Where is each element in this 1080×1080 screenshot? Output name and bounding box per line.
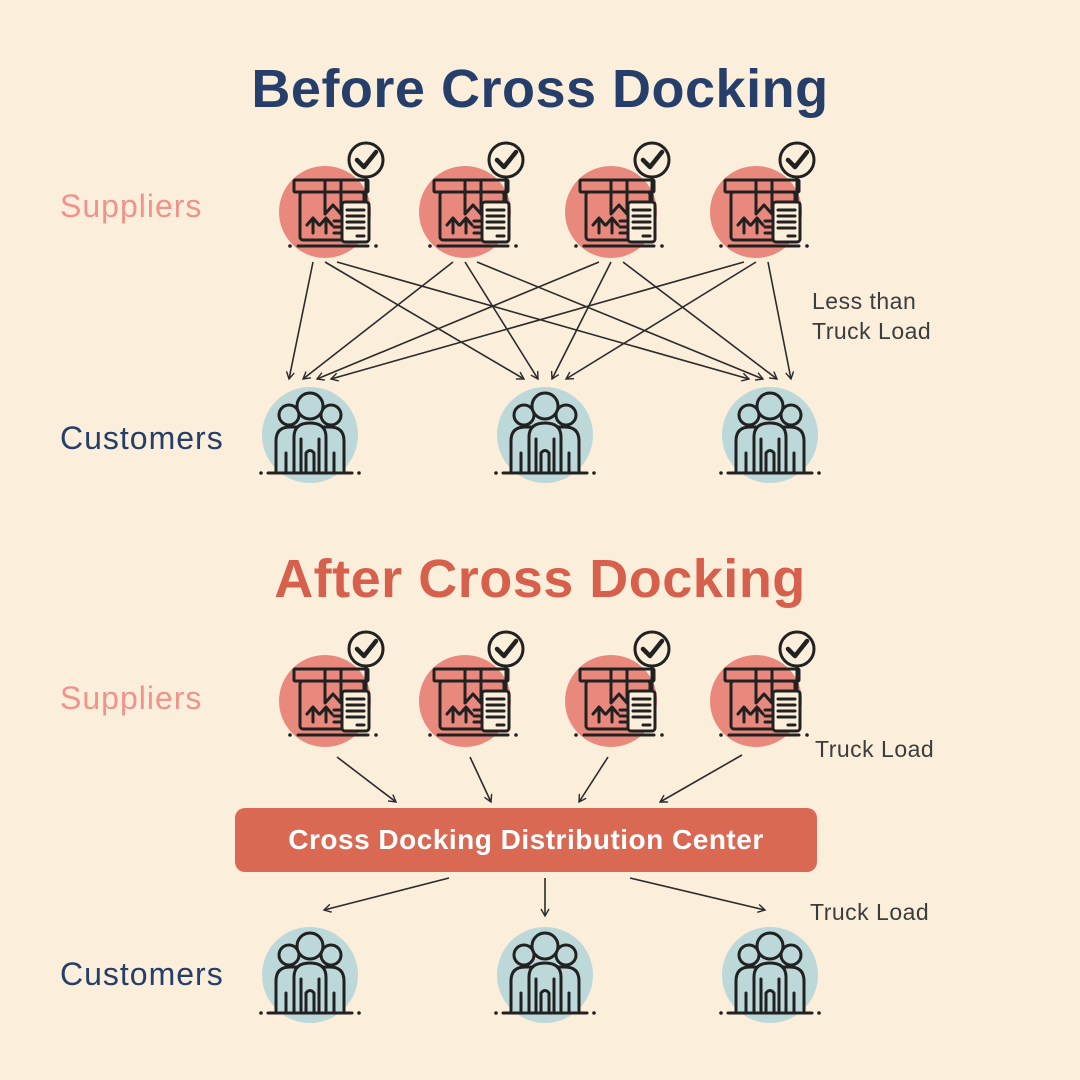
customer-icon: [710, 913, 830, 1033]
supplier-icon: [562, 629, 682, 753]
customer-icon: [485, 373, 605, 493]
flow-arrow: [331, 261, 745, 379]
supplier-icon: [707, 629, 827, 753]
after-suppliers-label: Suppliers: [60, 680, 203, 716]
supplier-icon: [276, 629, 396, 753]
customer-icon: [250, 373, 370, 493]
flow-arrow: [579, 756, 609, 802]
flow-arrow: [476, 261, 763, 379]
flow-arrow: [324, 261, 524, 379]
flow-arrow: [324, 877, 450, 910]
customer-icon: [710, 373, 830, 493]
supplier-icon: [416, 140, 536, 264]
inbound-truck-load-annotation: Truck Load: [815, 736, 935, 762]
flow-arrow: [303, 261, 454, 379]
before-suppliers-label: Suppliers: [60, 188, 203, 224]
distribution-center-banner: Cross Docking Distribution Center: [235, 808, 817, 872]
after-inbound-arrows: [336, 754, 743, 802]
flow-arrow: [622, 261, 777, 379]
supplier-icon: [707, 140, 827, 264]
flow-arrow: [767, 261, 791, 379]
after-title: After Cross Docking: [274, 549, 806, 609]
customer-icon: [250, 913, 370, 1033]
flow-arrow: [469, 756, 491, 802]
flow-arrow: [566, 261, 757, 379]
before-flow-arrows: [289, 261, 791, 379]
annotation-line: Truck Load: [812, 318, 932, 344]
flow-arrow: [464, 261, 538, 379]
outbound-truck-load-annotation: Truck Load: [810, 899, 930, 925]
distribution-center-label: Cross Docking Distribution Center: [288, 824, 764, 855]
flow-arrow: [289, 261, 314, 379]
supplier-icon: [562, 140, 682, 264]
flow-arrow: [660, 754, 743, 802]
customer-icon: [485, 913, 605, 1033]
before-title: Before Cross Docking: [251, 59, 829, 119]
flow-arrow: [336, 261, 749, 379]
after-outbound-arrows: [324, 877, 765, 916]
flow-arrow: [317, 261, 600, 379]
supplier-icon: [416, 629, 536, 753]
before-customers-label: Customers: [60, 420, 224, 456]
supplier-icon: [276, 140, 396, 264]
less-than-truck-load-annotation: Less than Truck Load: [812, 286, 931, 346]
flow-arrow: [552, 261, 612, 379]
flow-arrow: [629, 877, 765, 910]
flow-arrow: [336, 756, 396, 802]
after-customers-label: Customers: [60, 956, 224, 992]
annotation-line: Less than: [812, 288, 917, 314]
